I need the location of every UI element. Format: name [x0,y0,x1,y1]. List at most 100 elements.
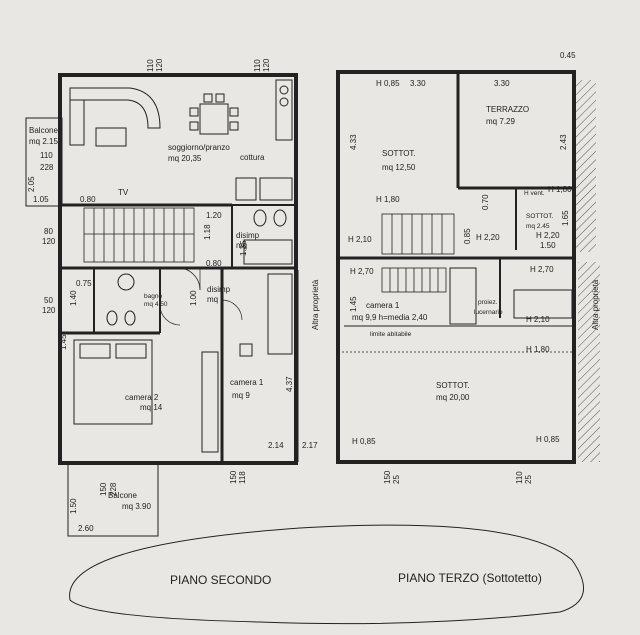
wardrobes [201,273,293,453]
caption-ellipse [69,524,584,625]
label-disimp2: disimp [207,285,231,294]
dim-w120: 120 [42,237,56,246]
label-terrazzo: TERRAZZO [486,105,529,114]
dim-260: 2.60 [78,524,94,533]
label-camera1-area: mq 9 [232,391,250,400]
dim-h270b: H 2,70 [530,265,554,274]
label-sottot1-area: mq 12,50 [382,163,416,172]
dim-205: 2.05 [27,176,36,192]
dim-bot1a: 150 [229,470,238,484]
balcone-top-dims2: 228 [40,163,54,172]
balcone-bottom-area: mq 3.90 [122,502,151,511]
label-disimp1-area: mq [236,241,247,250]
dim-h210b: H 2,10 [526,315,550,324]
label-cottura: cottura [240,153,265,162]
label-camera1: camera 1 [230,378,264,387]
bathroom-fixtures [106,209,293,326]
dim-bot2b: 25 [392,475,401,484]
label-disimp2-area: mq [207,295,218,304]
dim-top2b: 120 [262,58,271,72]
door-swings-left [159,267,243,326]
label-camera1-terzo-area: mq 9,9 h=media 2,40 [352,313,428,322]
label-sottot-small: SOTTOT. [526,213,554,220]
label-camera2: camera 2 [125,393,159,402]
dim-045: 0.45 [560,51,576,60]
dim-217: 2.17 [302,441,318,450]
dim-150: 1.50 [540,241,556,250]
dim-135: 1.35 [239,240,248,256]
label-disimp1: disimp [236,231,260,240]
label-lucernario: lucernario [474,309,503,316]
dim-bot2a: 150 [383,470,392,484]
balcone-bottom [67,461,159,537]
dim-150: 1.50 [69,498,78,514]
dim-b150: 150 [99,482,108,496]
label-soggiorno: soggiorno/pranzo [168,143,230,152]
dim-h180b: H 1,80 [548,185,572,194]
kitchen-counter [235,79,293,201]
balcone-bottom-name: Balcone [108,491,137,500]
label-sottot1: SOTTOT. [382,149,416,158]
dim-h180a: H 1,80 [376,195,400,204]
dim-433: 4.33 [349,134,358,150]
dim-bot3a: 110 [515,471,524,484]
label-camera2-area: mq 14 [140,403,163,412]
dim-h180c: H 1,80 [526,345,550,354]
label-terrazzo-area: mq 7.29 [486,117,515,126]
label-camera1-terzo: camera 1 [366,301,400,310]
caption-piano-terzo: PIANO TERZO (Sottotetto) [398,571,542,585]
label-bagno: bagno [144,293,162,300]
lucernario-box [449,267,477,325]
dim-145: 1.45 [59,334,68,350]
dim-h270a: H 2,70 [350,267,374,276]
dim-w120b: 120 [42,306,56,315]
dim-h085b: H 0,85 [352,437,376,446]
altra-proprieta-right: Altra proprietà [591,279,600,330]
dim-085: 0.85 [463,228,472,244]
dim-118: 1.18 [203,224,212,240]
balcone-top-dims1: 110 [40,151,53,160]
dim-075: 0.75 [76,279,92,288]
sofa [69,87,161,147]
dim-165: 1.65 [561,210,570,226]
dim-145-terzo: 1.45 [349,296,358,312]
piano-terzo-plan: SOTTOT. mq 12,50 TERRAZZO mq 7.29 H vent… [336,51,600,484]
dim-h210a: H 2,10 [348,235,372,244]
label-hvent: H vent. [524,190,545,197]
staircase-right [381,213,455,293]
label-limite: limite abitabile [370,331,412,338]
dim-h085c: H 0,85 [536,435,560,444]
dim-080a: 0.80 [80,195,96,204]
balcone-top-name: Balcone [29,126,58,135]
label-sottot-small-area: mq 2.45 [526,223,550,230]
dim-140: 1.40 [69,290,78,306]
dim-437: 4.37 [285,376,294,392]
balcone-top-area: mq 2.15 [29,137,58,146]
dim-w80: 80 [44,227,53,236]
dim-top1a: 110 [146,59,155,72]
dining-table [189,93,239,135]
label-proiez: proiez. [478,299,498,306]
bed-camera2 [73,339,153,425]
dim-214: 2.14 [268,441,284,450]
dim-b228: 228 [109,482,118,496]
dim-330a: 3.30 [410,79,426,88]
label-sottot2-area: mq 20,00 [436,393,470,402]
dim-w50: 50 [44,296,53,305]
balcone-top [25,117,63,207]
dim-070: 0.70 [481,194,490,210]
dim-bot1b: 118 [238,471,247,484]
outer-walls-right [336,70,576,464]
hatch-lower [578,262,600,462]
dim-330b: 3.30 [494,79,510,88]
label-tv: TV [118,188,129,197]
dim-120: 1.20 [206,211,222,220]
label-soggiorno-area: mq 20,35 [168,154,202,163]
altra-proprieta-left: Altra proprietà [311,279,320,330]
dim-top2a: 110 [253,59,262,72]
staircase-left [83,207,195,263]
camera1-bed-terzo [513,289,573,319]
caption-piano-secondo: PIANO SECONDO [170,573,271,587]
label-bagno-area: mq 4,50 [144,301,168,308]
